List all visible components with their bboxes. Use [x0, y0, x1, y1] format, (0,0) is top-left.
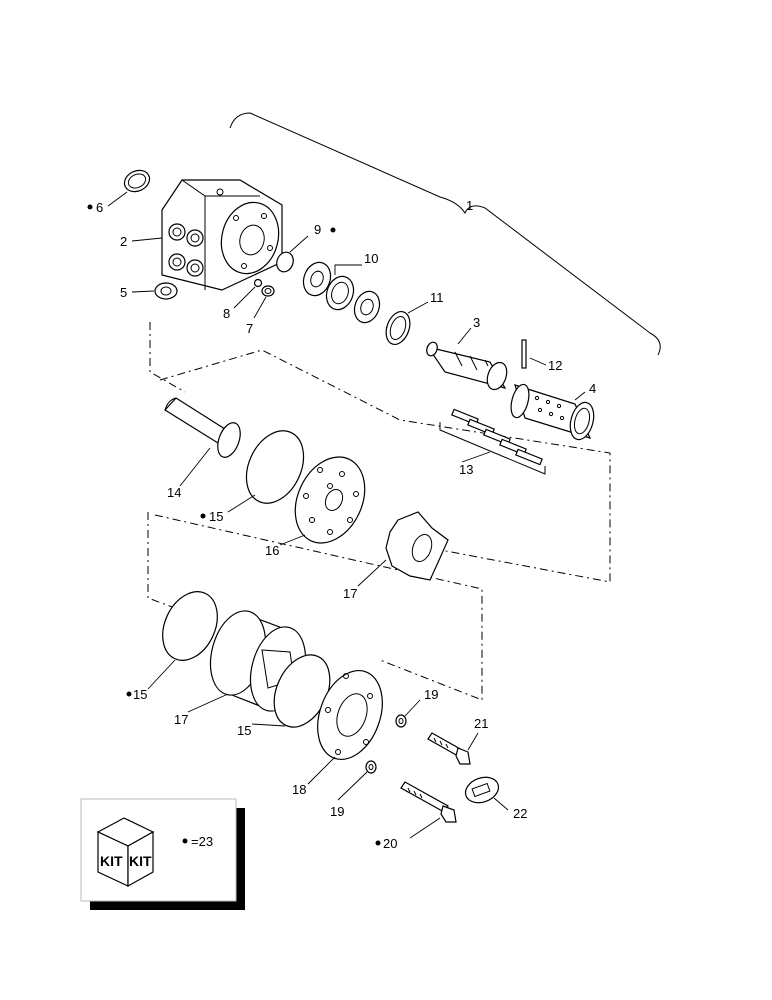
- label-part-11: 11: [430, 290, 444, 305]
- label-part-15c: 15: [237, 723, 251, 738]
- kit-legend-bullet: [182, 838, 188, 844]
- alignment-line-bottom: [154, 514, 483, 701]
- label-part-13: 13: [459, 462, 473, 477]
- label-part-2: 2: [120, 234, 127, 249]
- part-4-sleeve: [510, 383, 595, 441]
- part-22-plate: [464, 776, 500, 804]
- part-19-washer-lower: [365, 760, 377, 774]
- alignment-line-upper: [149, 322, 186, 393]
- label-part-18: 18: [292, 782, 306, 797]
- kit-bullet-6: [87, 204, 93, 210]
- part-18-end-cap: [317, 669, 383, 761]
- label-part-17a: 17: [343, 586, 357, 601]
- alignment-line-lower: [147, 512, 176, 609]
- assembly-bracket: [229, 112, 661, 356]
- part-3-spool: [426, 341, 508, 391]
- label-part-1: 1: [466, 198, 473, 213]
- part-20-bolt: [400, 781, 457, 823]
- label-part-22: 22: [513, 806, 527, 821]
- label-part-19b: 19: [330, 804, 344, 819]
- part-21-bolt: [427, 732, 471, 765]
- part-9-o-ring: [276, 251, 294, 273]
- part-2-housing: [161, 179, 283, 291]
- kit-bullet-15a: [200, 513, 206, 519]
- label-part-12: 12: [548, 358, 562, 373]
- part-8-ball: [253, 278, 263, 288]
- label-part-15b: 15: [133, 687, 147, 702]
- label-part-5: 5: [120, 285, 127, 300]
- part-12-pin: [521, 339, 527, 369]
- label-part-4: 4: [589, 381, 596, 396]
- kit-cube-label-left: KIT: [100, 853, 123, 869]
- part-15-seal-upper: [245, 430, 305, 504]
- label-part-7: 7: [246, 321, 253, 336]
- part-14-drive-shaft: [164, 397, 241, 458]
- part-15-seal-lower-left: [162, 591, 218, 661]
- kit-bullet-9: [330, 227, 336, 233]
- label-part-17b: 17: [174, 712, 188, 727]
- label-part-6: 6: [96, 200, 103, 215]
- label-part-10: 10: [364, 251, 378, 266]
- label-part-3: 3: [473, 315, 480, 330]
- part-17-rotor-star: [385, 511, 449, 581]
- label-part-16: 16: [265, 543, 279, 558]
- label-part-8: 8: [223, 306, 230, 321]
- part-13-springs: [439, 408, 546, 475]
- label-part-20: 20: [383, 836, 397, 851]
- part-7-seat: [261, 285, 275, 297]
- part-11-ring: [385, 310, 411, 346]
- part-19-washer-upper: [395, 714, 407, 728]
- label-part-21: 21: [474, 716, 488, 731]
- label-part-9: 9: [314, 222, 321, 237]
- kit-cube-icon: [96, 817, 155, 888]
- part-5-plug: [154, 282, 178, 300]
- kit-legend: KIT KIT =23: [80, 798, 245, 910]
- kit-cube-label-right: KIT: [129, 853, 152, 869]
- part-16-plate: [294, 456, 366, 544]
- label-part-19a: 19: [424, 687, 438, 702]
- label-part-14: 14: [167, 485, 181, 500]
- leader-lines: [107, 191, 586, 839]
- part-10-bearing-set: [302, 261, 381, 324]
- part-6-o-ring: [123, 169, 151, 193]
- label-part-15a: 15: [209, 509, 223, 524]
- kit-bullet-15b: [126, 691, 132, 697]
- kit-bullet-20: [375, 840, 381, 846]
- alignment-line-mid: [159, 349, 611, 583]
- kit-legend-caption: =23: [191, 834, 213, 849]
